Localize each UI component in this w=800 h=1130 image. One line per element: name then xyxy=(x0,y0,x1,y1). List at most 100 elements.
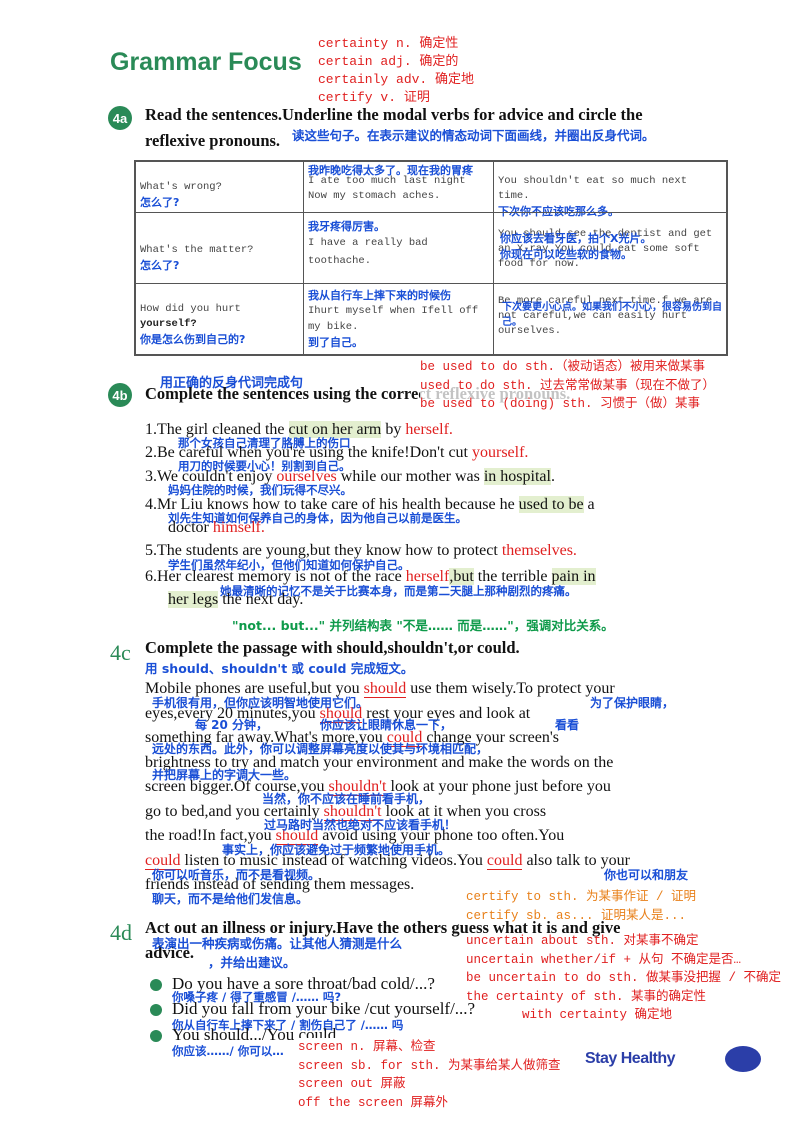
vocab-line: off the screen 屏幕外 xyxy=(298,1095,449,1110)
section-badge-4a: 4a xyxy=(108,106,132,130)
sentence-text: by xyxy=(381,421,406,438)
heading-4d-cn2: ，并给出建议。 xyxy=(208,955,296,970)
passage-cn: 远处的东西。此外，你可以调整屏幕亮度以使其与环境相匹配， xyxy=(152,742,489,756)
question-cn: 怎么了? xyxy=(140,196,180,209)
answer-fill: shouldn't xyxy=(323,802,382,821)
answer-text: I ate too much last night Now my stomach… xyxy=(308,175,466,202)
vocab-line: certify to sth. 为某事作证 / 证明 xyxy=(466,890,697,904)
vocab-certify: certify to sth. 为某事作证 / 证明 certify sb. a… xyxy=(466,888,696,926)
usage-notes: be used to do sth.（被动语态）被用来做某事 used to d… xyxy=(420,358,716,414)
vocab-line: uncertain about sth. 对某事不确定 xyxy=(466,934,699,948)
answer-fill: should xyxy=(275,827,319,845)
section-label-4c: 4c xyxy=(110,640,131,665)
passage-text: eyes,every 20 minutes,you xyxy=(145,704,320,722)
vocab-uncertain: uncertain about sth. 对某事不确定 uncertain wh… xyxy=(466,932,781,1025)
sentence-text: a xyxy=(583,496,595,513)
heading-4c-cn: 用 should、shouldn't 或 could 完成短文。 xyxy=(145,661,414,676)
question-cn: 你是怎么伤到自己的? xyxy=(140,333,246,346)
passage-cn: 每 20 分钟， xyxy=(195,718,269,732)
highlight: in hospital xyxy=(483,468,551,485)
passage-cn: 你也可以和朋友 xyxy=(604,868,689,882)
passage-line: screen bigger.Of course,you shouldn't lo… xyxy=(145,775,715,800)
vocab-line: uncertain whether/if + 从句 不确定是否… xyxy=(466,952,742,967)
bullet-text: Did you fall from your bike /cut yoursel… xyxy=(172,999,476,1018)
table-cell-answer: 我从自行车上摔下来的时候伤 Ihurt myself when Ifell of… xyxy=(303,283,494,355)
sentence-1: 1.The girl cleaned the cut on her arm by… xyxy=(145,421,453,439)
answer-fill: should xyxy=(363,680,407,698)
answer-fill: could xyxy=(386,729,423,747)
advice-text: You shouldn't eat so much next time. xyxy=(498,175,688,202)
vocab-line: screen n. 屏幕、检查 xyxy=(298,1040,436,1054)
heading-4d-cn: 表演出一种疾病或伤痛。让其他人猜测是什么 xyxy=(152,936,403,951)
advice-text: You should see the dentist and get an X-… xyxy=(498,228,713,270)
passage-cn: 事实上，你应该避免过于频繁地使用手机。 xyxy=(222,843,451,857)
table-cell-question: How did you hurt yourself? 你是怎么伤到自己的? xyxy=(135,283,304,355)
sentence-text: 3.We couldn't enjoy xyxy=(145,468,277,485)
passage-cn: 并把屏幕上的字调大一些。 xyxy=(152,768,297,782)
sentence-text: . xyxy=(550,468,555,485)
bullet-dot xyxy=(150,1004,162,1016)
passage-text: look at it when you cross xyxy=(381,802,547,820)
passage-cn: 你可以听音乐，而不是看视频。 xyxy=(152,868,321,882)
answer-fill: herself xyxy=(405,568,450,585)
sentence-4-cn: 刘先生知道如何保养自己的身体，因为他自己以前是医生。 xyxy=(168,511,467,525)
passage-text: look at your phone just before you xyxy=(386,778,611,795)
vocab-line: certify v. 证明 xyxy=(318,90,430,105)
highlight: ,but xyxy=(449,568,474,585)
page-tab-dot xyxy=(725,1046,761,1072)
passage-cn: 过马路时当然也绝对不应该看手机！ xyxy=(264,818,457,832)
passage-text: also talk to your xyxy=(522,851,630,869)
advice-cn: 你现在可以吃些软的食物。 xyxy=(500,248,632,261)
answer-cn: 我牙疼得厉害。 xyxy=(308,220,385,233)
answer-cn: 我从自行车上摔下来的时候伤 xyxy=(308,289,451,302)
sentence-text: 1.The girl cleaned the xyxy=(145,421,289,438)
question-pre: How did you hurt xyxy=(140,303,241,315)
answer-fill: yourself. xyxy=(472,444,529,461)
answer-fill: should xyxy=(319,704,363,723)
passage-text: friends instead of sending them messages… xyxy=(145,876,415,893)
answer-fill: herself. xyxy=(405,421,453,438)
vocab-top: certainty n. 确定性 certain adj. 确定的 certai… xyxy=(318,35,474,107)
passage-text: go to bed,and you certainly xyxy=(145,802,324,820)
table-cell-advice: You should see the dentist and get an X-… xyxy=(493,212,727,284)
usage-note: used to do sth. 过去常常做某事（现在不做了） xyxy=(420,378,716,393)
question-text: What's the matter? xyxy=(140,244,254,256)
sentence-3-cn: 妈妈住院的时候，我们玩得不尽兴。 xyxy=(168,483,352,497)
passage-text: change your screen's xyxy=(422,729,559,746)
sentence-1-cn: 那个女孩自己清理了胳膊上的伤口 xyxy=(178,436,351,450)
vocab-line: be uncertain to do sth. 做某事没把握 / 不确定 xyxy=(466,971,782,985)
passage-text: screen bigger.Of course,you xyxy=(145,778,329,795)
vocab-screen: screen n. 屏幕、检查 screen sb. for sth. 为某事给… xyxy=(298,1038,561,1112)
bullet-dot xyxy=(150,1030,162,1042)
answer-fill: himself. xyxy=(212,519,265,536)
vocab-line: certainty n. 确定性 xyxy=(318,36,459,51)
sentence-text: the next day. xyxy=(218,591,304,608)
vocab-line: the certainty of sth. 某事的确定性 xyxy=(466,989,707,1004)
passage-line: eyes,every 20 minutes,you should rest yo… xyxy=(145,702,715,727)
sentence-3: 3.We couldn't enjoy ourselves while our … xyxy=(145,468,555,486)
answer-cn: 到了自己。 xyxy=(308,336,363,349)
bullet-cn: 你应该……/ 你可以… xyxy=(172,1044,284,1058)
answer-cn: 我昨晚吃得太多了。现在我的胃疼 xyxy=(308,164,473,177)
advice-cn: 下次要更小心点。如果我们不小心，很容易伤到自己。 xyxy=(502,302,722,328)
bullet-text: Do you have a sore throat/bad cold/...? xyxy=(172,974,435,993)
heading-4a-line2: reflexive pronouns. xyxy=(145,131,281,150)
table-cell-question: What's wrong? 怎么了? xyxy=(135,161,304,213)
sentence-6: 6.Her clearest memory is not of the race… xyxy=(145,568,596,586)
question-text: What's wrong? xyxy=(140,181,222,193)
sentence-2-cn: 用刀的时候要小心！别割到自己。 xyxy=(178,459,351,473)
vocab-line: with certainty 确定地 xyxy=(522,1008,673,1022)
page-title: Grammar Focus xyxy=(110,48,302,76)
passage-cn: 手机很有用，但你应该明智地使用它们。 xyxy=(152,696,369,710)
passage-line: friends instead of sending them messages… xyxy=(145,873,715,898)
sentence-text: while our mother was xyxy=(336,468,484,485)
table-cell-advice: Be more careful next time.f we are not c… xyxy=(493,283,727,355)
table-cell-answer: 我昨晚吃得太多了。现在我的胃疼 I ate too much last nigh… xyxy=(303,161,494,213)
passage-line: brightness to try and match your environ… xyxy=(145,751,715,776)
passage-4c: Mobile phones are useful,but you should … xyxy=(145,677,715,898)
advice-block: You should see the dentist and get an X-… xyxy=(498,227,722,272)
advice-cn: 你应该去看牙医，拍个X光片。 xyxy=(500,232,652,245)
answer-fill: could xyxy=(145,851,181,870)
passage-line: something far away.What's more,you could… xyxy=(145,726,715,751)
sentence-text: 2.Be careful when you're using the knife… xyxy=(145,444,472,461)
